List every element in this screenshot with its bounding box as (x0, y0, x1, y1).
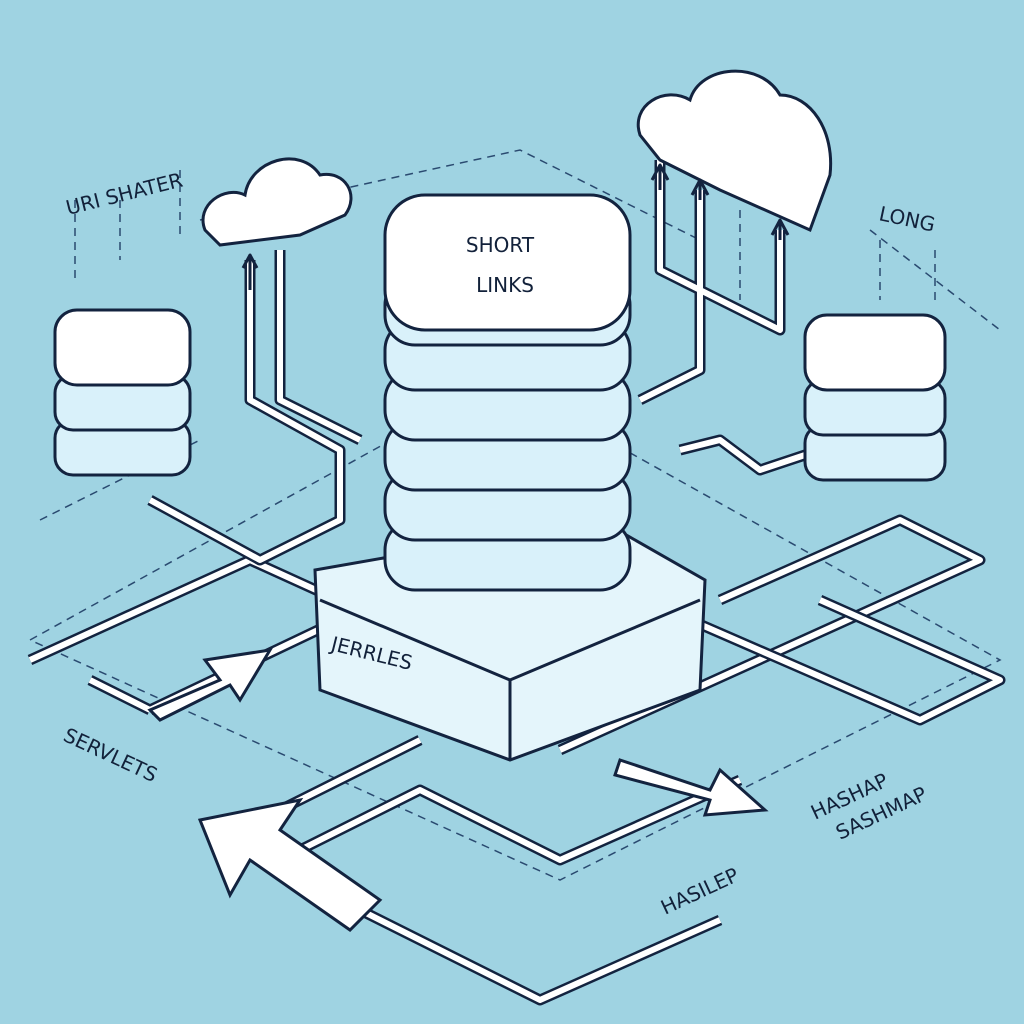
server-stack-right (803, 313, 947, 482)
short-links-tower (383, 193, 632, 592)
connection-pipes (27, 160, 1006, 1006)
up-arrows (241, 163, 790, 290)
dashed-guides (28, 149, 1002, 881)
tower-label-line2: LINKS (476, 273, 534, 297)
long-label: LONG (877, 201, 937, 236)
arrow-icon-down-right (613, 758, 769, 817)
cloud-icon-left (201, 157, 353, 247)
server-stack-left (53, 308, 192, 477)
hasilep-label: HASILEP (657, 863, 743, 920)
uri-shater-label: URI SHATER (63, 168, 185, 220)
tower-label-line1: SHORT (466, 233, 535, 257)
arrow-icon-bottom-left (197, 797, 383, 932)
cloud-icon-right (636, 69, 833, 233)
arrow-icon-right (147, 648, 273, 722)
servlets-label: SERVLETS (60, 723, 161, 787)
